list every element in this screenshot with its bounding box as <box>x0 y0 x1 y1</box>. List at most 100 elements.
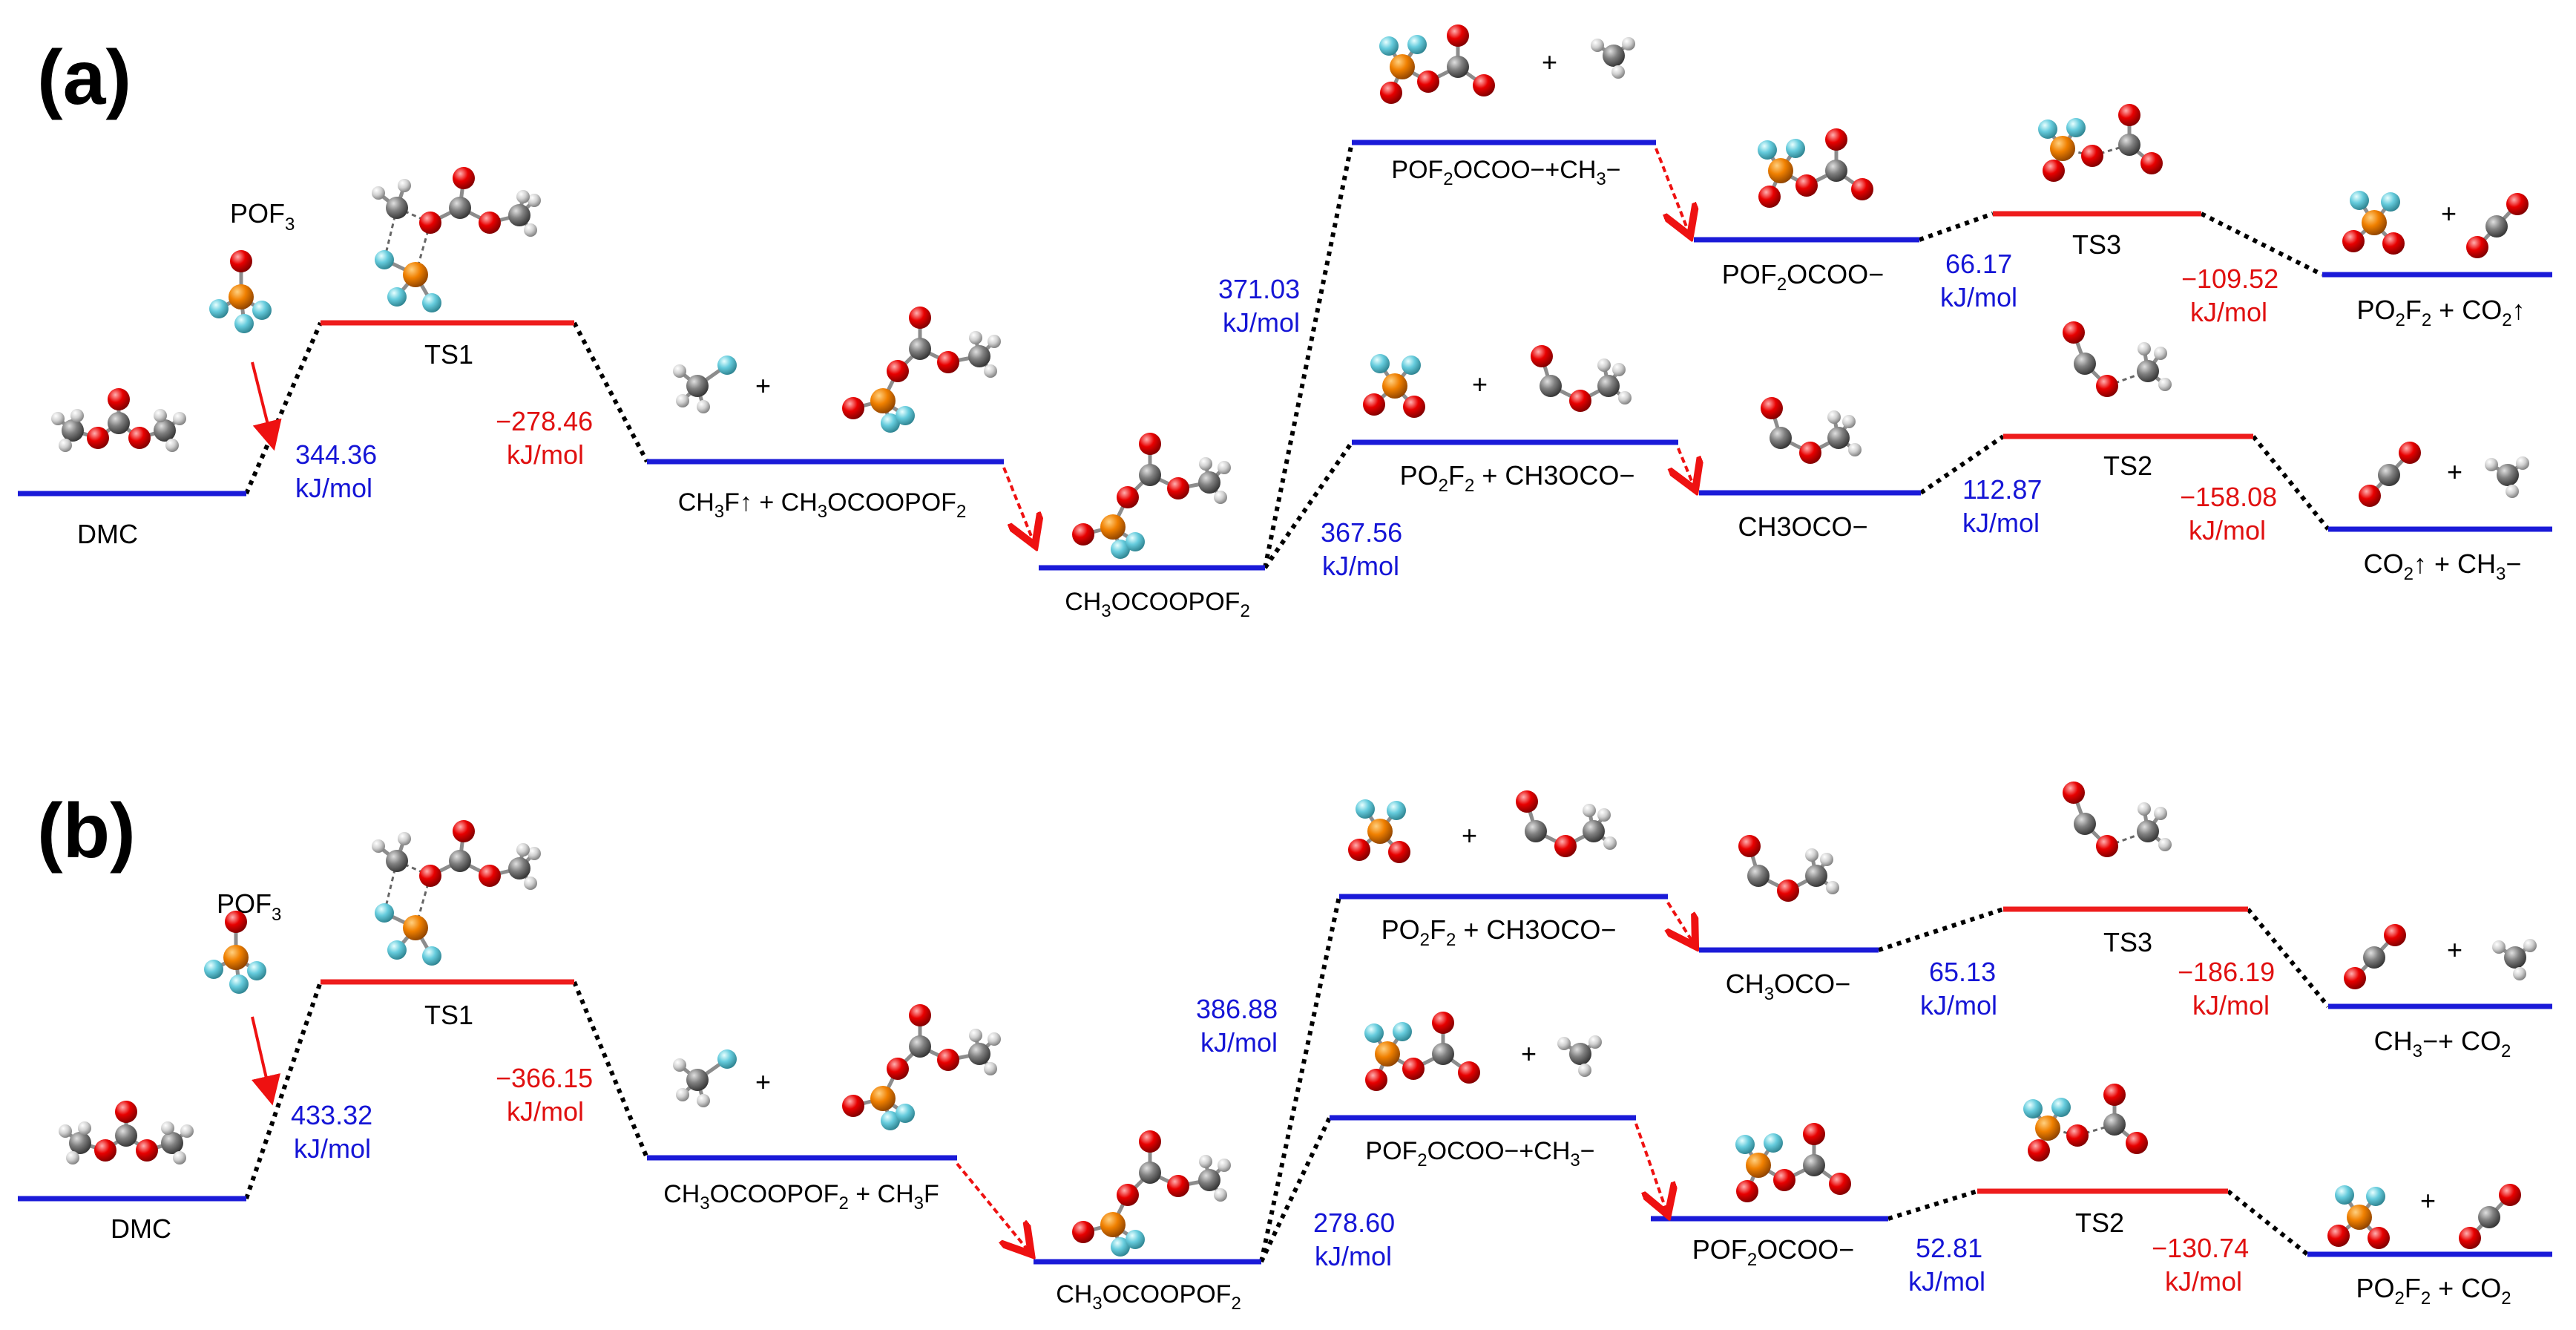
hydrogen-atom <box>2492 940 2506 954</box>
dissociation-arrow <box>1668 901 1695 946</box>
phosphorus-atom <box>2362 210 2387 235</box>
connector <box>1263 441 1354 569</box>
fluorine-atom <box>234 314 254 333</box>
state-label-upper-b: POF2OCOO− <box>1722 259 1884 295</box>
oxygen-atom <box>2096 835 2118 857</box>
pof2ocoo-molecule <box>1758 128 1873 208</box>
phosphorus-atom <box>1382 373 1407 399</box>
connector <box>572 980 649 1159</box>
carbon-atom <box>1540 375 1562 397</box>
state-label-int1: CH3F↑ + CH3OCOOPOF2 <box>678 488 967 522</box>
svg-text:65.13: 65.13 <box>1929 957 1996 987</box>
ch3-molecule <box>2485 456 2529 498</box>
hydrogen-atom <box>1603 836 1617 850</box>
oxygen-atom <box>1072 523 1094 546</box>
ts1-structure <box>372 167 541 312</box>
pof2ocoo-molecule <box>1735 1123 1851 1202</box>
ch3f-molecule <box>673 1049 737 1107</box>
panel-label: (b) <box>37 788 136 874</box>
oxygen-atom <box>1167 1175 1189 1197</box>
oxygen-atom <box>1388 841 1410 863</box>
svg-text:−278.46: −278.46 <box>496 406 593 436</box>
oxygen-atom <box>1432 1012 1454 1034</box>
fluorine-atom <box>209 299 229 318</box>
co2-molecule <box>2459 1184 2521 1249</box>
phosphorus-atom <box>1375 1041 1400 1067</box>
state-label-upper-b: CH3OCO− <box>1726 969 1850 1004</box>
fluorine-atom <box>1786 139 1805 158</box>
carbon-atom <box>2378 464 2400 486</box>
ts1-structure <box>372 820 541 966</box>
carbon-atom <box>1603 45 1625 67</box>
carbon-atom <box>686 375 709 397</box>
oxygen-atom <box>1403 396 1425 418</box>
hydrogen-atom <box>984 364 997 378</box>
hydrogen-atom <box>1578 1064 1591 1077</box>
ts3-structure <box>2038 104 2163 182</box>
carbon-atom <box>1198 1169 1220 1191</box>
oxygen-atom <box>2103 1084 2126 1106</box>
fluorine-atom <box>387 940 407 960</box>
oxygen-atom <box>2399 442 2421 464</box>
phosphorus-atom <box>2035 1116 2060 1141</box>
oxygen-atom <box>419 865 441 887</box>
oxygen-atom <box>1736 1180 1758 1202</box>
oxygen-atom <box>1758 186 1781 208</box>
ch3oco-molecule <box>1516 790 1617 857</box>
oxygen-atom <box>1348 839 1370 861</box>
carbon-atom <box>968 1043 990 1065</box>
carbon-atom <box>1139 1162 1161 1184</box>
hydrogen-atom <box>2516 456 2529 470</box>
hydrogen-atom <box>154 409 167 422</box>
fluorine-atom <box>1126 532 1145 551</box>
fluorine-atom <box>1735 1135 1755 1154</box>
carbon-atom <box>2478 1206 2500 1228</box>
svg-text:52.81: 52.81 <box>1916 1233 1982 1263</box>
ch3ocoopof2-molecule <box>842 307 1001 433</box>
state-label-int1: CH3OCOOPOF2 + CH3F <box>663 1180 939 1213</box>
carbon-atom <box>1583 820 1605 842</box>
phosphorus-atom <box>1746 1153 1771 1178</box>
oxygen-atom <box>2118 104 2140 126</box>
hydrogen-atom <box>697 1094 710 1107</box>
state-label-ts2: TS2 <box>2075 1208 2124 1238</box>
carbon-atom <box>1525 820 1547 842</box>
po2f2-molecule <box>1348 799 1410 863</box>
phosphorus-atom <box>1100 514 1126 540</box>
phosphorus-atom <box>1768 158 1793 183</box>
oxygen-atom <box>1531 345 1553 367</box>
hydrogen-atom <box>524 877 537 890</box>
phosphorus-atom <box>1367 819 1393 844</box>
ch3oco-molecule <box>1531 345 1632 412</box>
hydrogen-atom <box>2523 939 2537 952</box>
hydrogen-atom <box>173 412 186 425</box>
reagent-arrow <box>251 1016 281 1106</box>
svg-text:367.56: 367.56 <box>1321 517 1402 548</box>
ch3ocoopof2-molecule <box>1072 1130 1231 1257</box>
state-label-upper-end: PO2F2 + CO2↑ <box>2356 295 2525 330</box>
state-label-ts2: TS2 <box>2103 451 2152 481</box>
hydrogen-atom <box>161 1121 174 1135</box>
oxygen-atom <box>1117 1184 1139 1206</box>
hydrogen-atom <box>372 839 385 853</box>
plus-sign: + <box>2447 934 2462 965</box>
carbon-atom <box>62 419 84 442</box>
dmc-molecule <box>51 388 186 452</box>
dissociation-arrow <box>1634 1123 1668 1215</box>
carbon-atom <box>2137 360 2159 382</box>
oxygen-atom <box>887 1058 909 1080</box>
svg-text:kJ/mol: kJ/mol <box>1315 1241 1392 1271</box>
oxygen-atom <box>2344 967 2366 989</box>
hydrogen-atom <box>2138 802 2151 816</box>
hydrogen-atom <box>2513 967 2526 980</box>
hydrogen-atom <box>1805 848 1818 862</box>
fluorine-atom <box>422 293 441 312</box>
dissociation-arrow <box>956 1162 1031 1254</box>
carbon-atom <box>386 850 408 872</box>
fluorine-atom <box>247 961 266 980</box>
panel-label: (a) <box>37 35 131 121</box>
fluorine-atom <box>387 287 407 307</box>
